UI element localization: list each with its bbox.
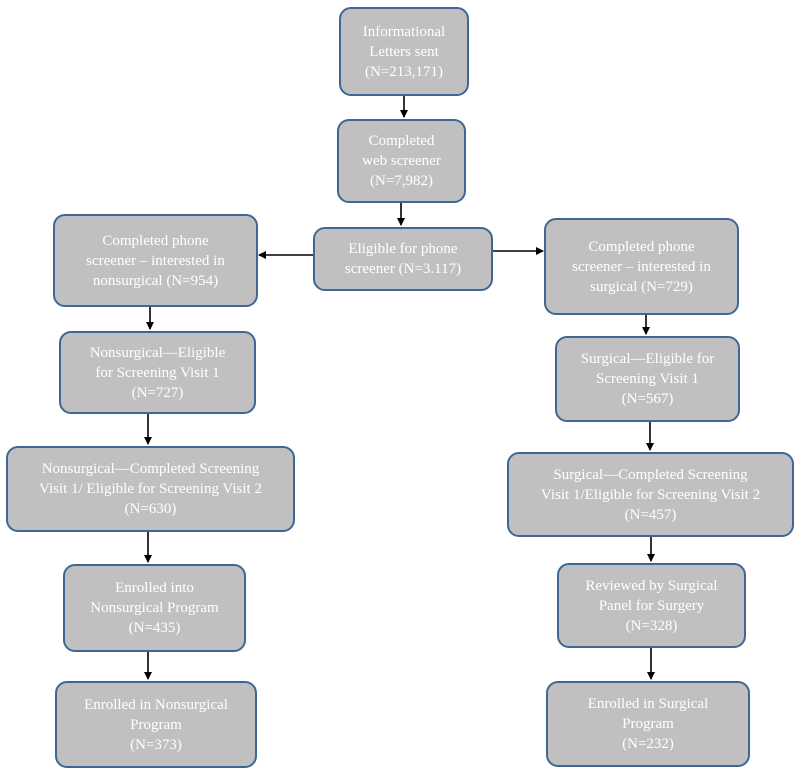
node-left-final-enrolled: Enrolled in Nonsurgical Program (N=373) xyxy=(55,681,257,768)
node-right-completed-visit1: Surgical—Completed Screening Visit 1/Eli… xyxy=(507,452,794,537)
node-right-final-enrolled: Enrolled in Surgical Program (N=232) xyxy=(546,681,750,767)
node-informational-letters: Informational Letters sent (N=213,171) xyxy=(339,7,469,96)
node-left-completed-visit1: Nonsurgical—Completed Screening Visit 1/… xyxy=(6,446,295,532)
node-right-reviewed-panel: Reviewed by Surgical Panel for Surgery (… xyxy=(557,563,746,648)
node-eligible-phone-screener: Eligible for phone screener (N=3.117) xyxy=(313,227,493,291)
node-left-phone-screener: Completed phone screener – interested in… xyxy=(53,214,258,307)
node-right-eligible-visit1: Surgical—Eligible for Screening Visit 1 … xyxy=(555,336,740,422)
node-right-phone-screener: Completed phone screener – interested in… xyxy=(544,218,739,315)
node-web-screener: Completed web screener (N=7,982) xyxy=(337,119,466,203)
node-left-eligible-visit1: Nonsurgical—Eligible for Screening Visit… xyxy=(59,331,256,414)
node-left-enrolled-into: Enrolled into Nonsurgical Program (N=435… xyxy=(63,564,246,652)
